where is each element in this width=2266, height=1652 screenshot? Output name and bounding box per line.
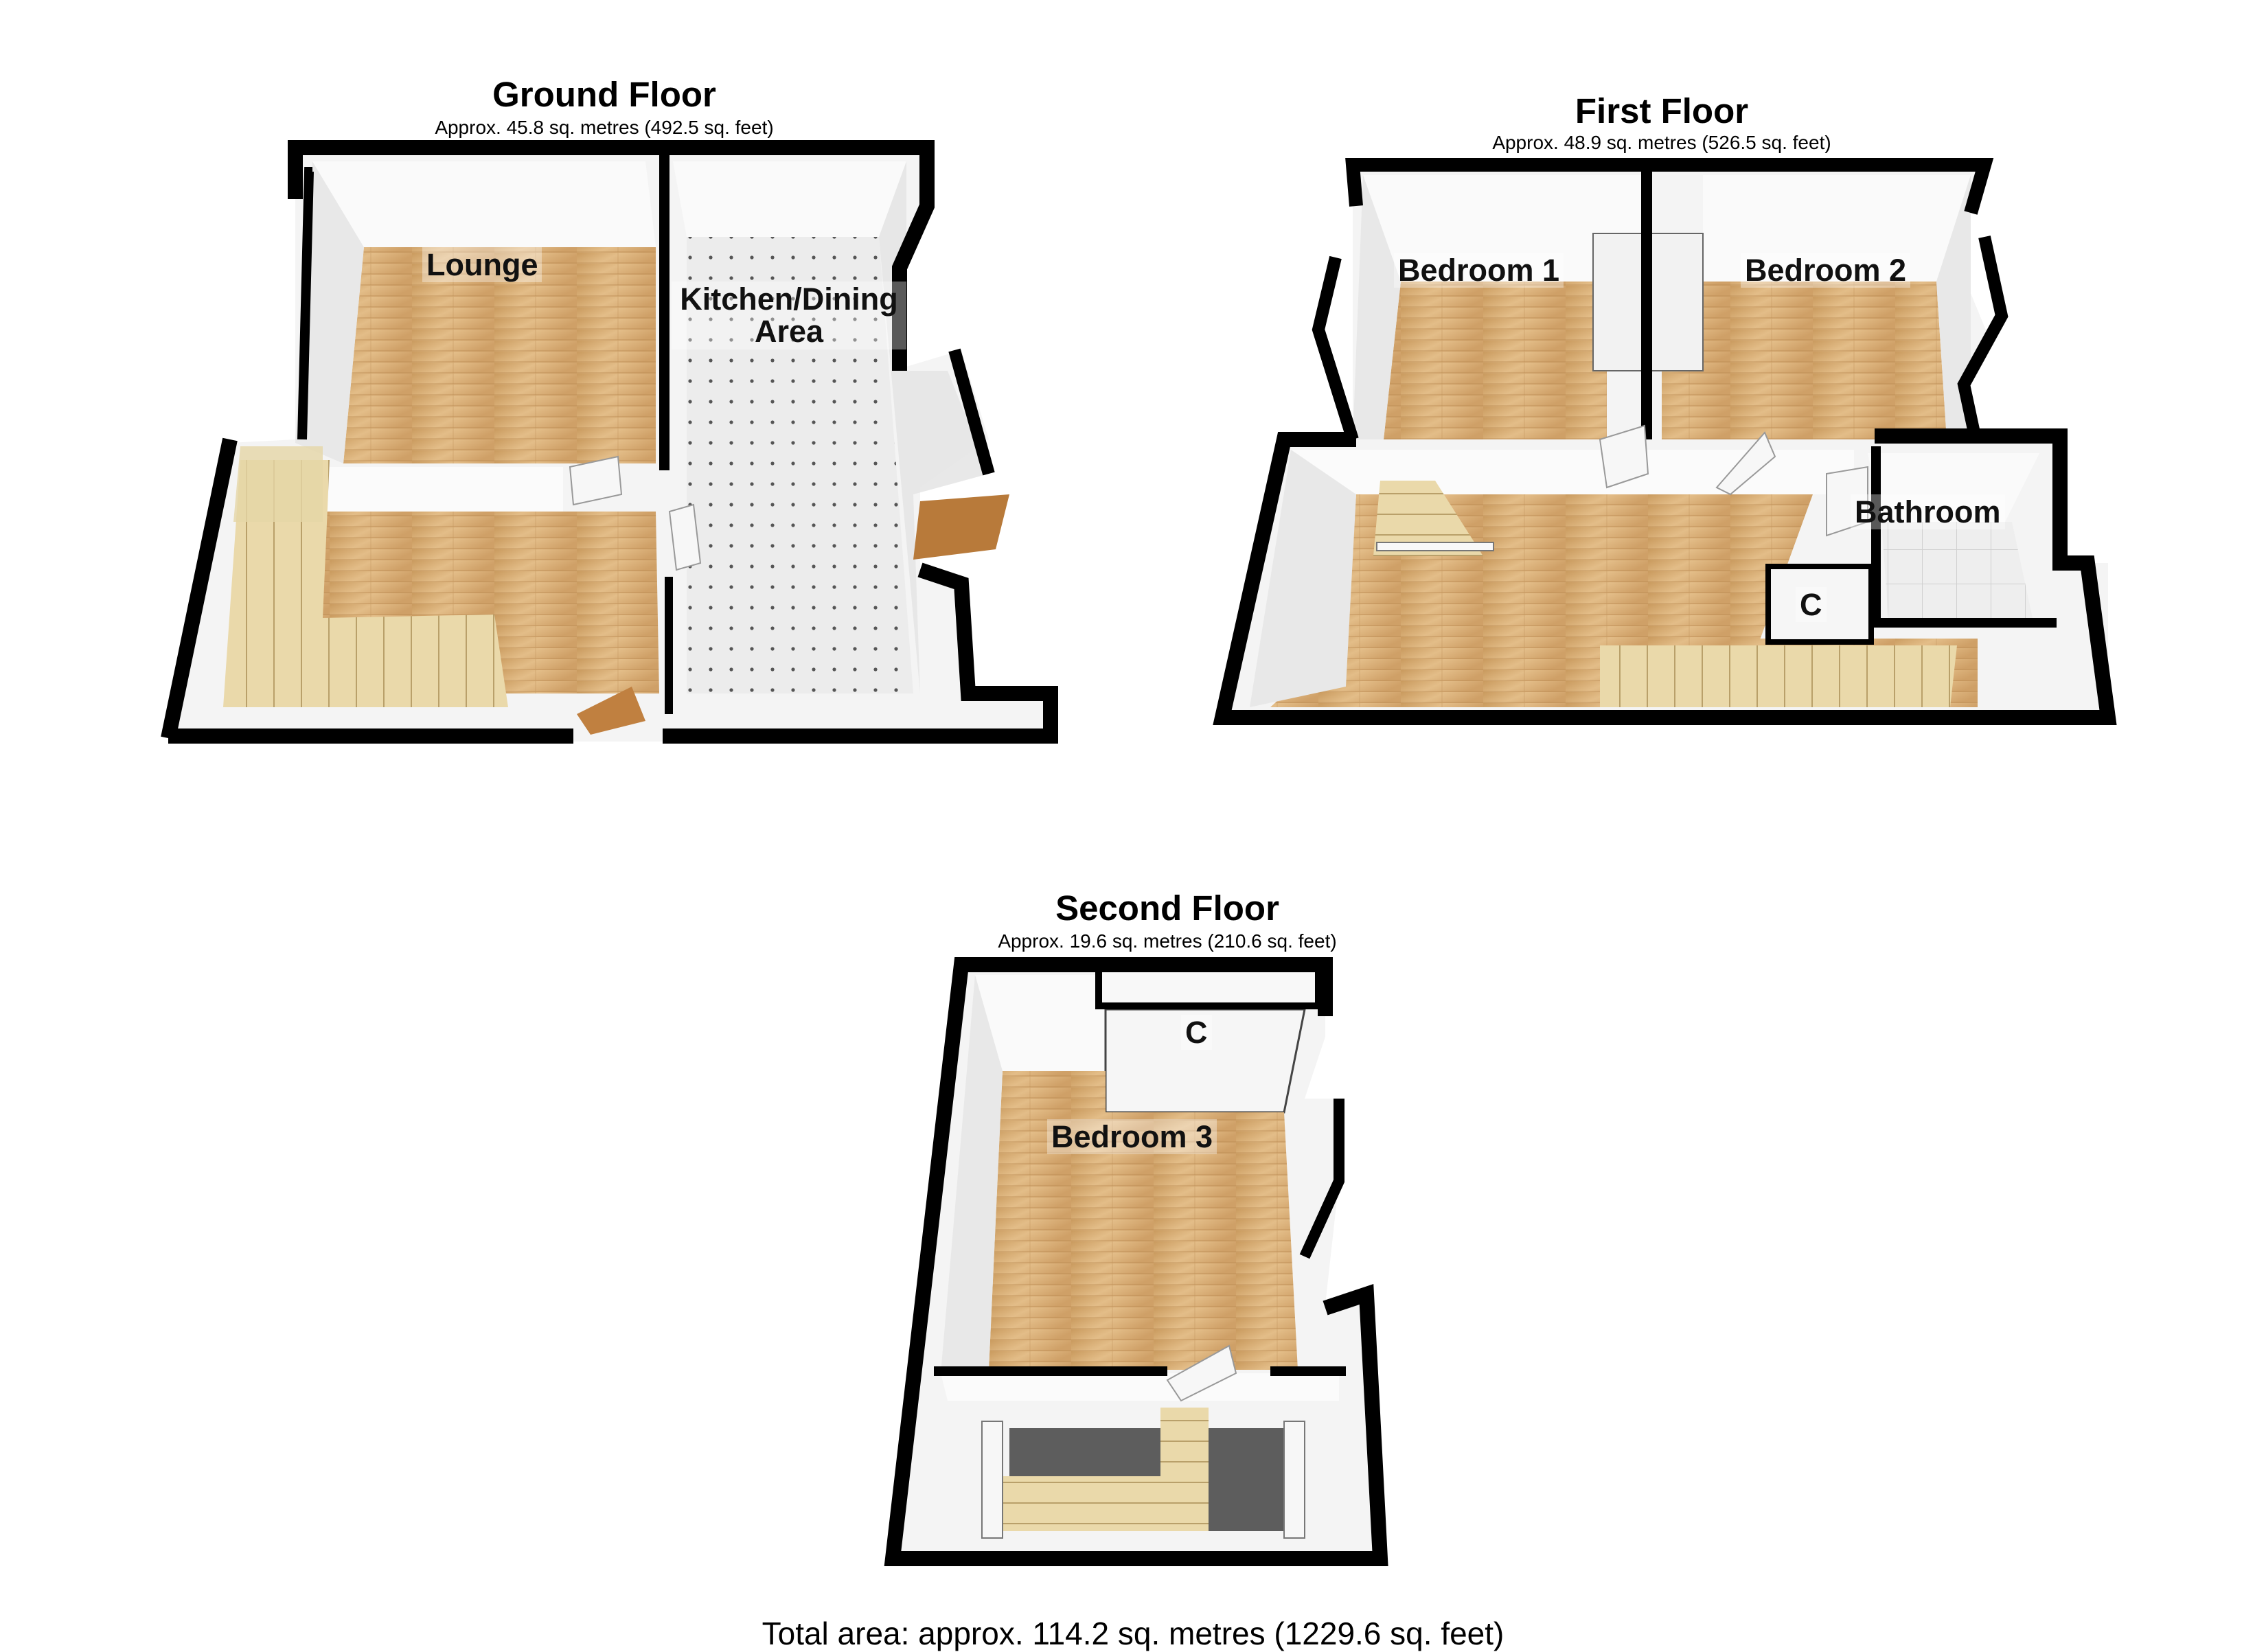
ground-floor-left-lower-wall xyxy=(161,437,238,740)
ground-stairs-landing xyxy=(233,446,323,522)
room-label-bedroom-2: Bedroom 2 xyxy=(1741,253,1911,288)
first-floor-outer-wall xyxy=(1345,158,1994,215)
ground-floor-outer-wall xyxy=(288,140,935,371)
lounge-left-wall xyxy=(295,161,364,463)
second-landing-partition xyxy=(934,1366,1167,1376)
first-floor-area: Approx. 48.9 sq. metres (526.5 sq. feet) xyxy=(1492,132,1831,153)
second-landing-partition-right xyxy=(1270,1366,1346,1376)
bathroom-wall-bottom xyxy=(1871,618,2057,628)
room-label-lounge: Lounge xyxy=(422,247,542,283)
first-floor-right-bay xyxy=(1957,236,2008,434)
kitchen-floor xyxy=(687,237,913,693)
ground-entrance-door xyxy=(577,687,645,735)
second-floor-outer-wall xyxy=(884,957,1388,1566)
second-floor-plan xyxy=(884,957,1388,1566)
ground-floor-bay-wall xyxy=(948,348,995,476)
bathroom-floor xyxy=(1881,522,2033,618)
bedroom-2-door xyxy=(1715,431,1776,496)
second-landing-wall xyxy=(941,1373,1339,1401)
ground-floor-left-wall xyxy=(297,167,314,440)
kitchen-back-wall xyxy=(673,161,906,237)
first-floor-title: First Floor xyxy=(1575,91,1749,130)
room-label-bedroom-1: Bedroom 1 xyxy=(1394,253,1564,288)
room-label-second-cupboard: C xyxy=(1181,1015,1212,1051)
bedroom-1-back-wall xyxy=(1363,175,1641,282)
room-label-bedroom-3: Bedroom 3 xyxy=(1047,1119,1217,1155)
bedroom-1-left-wall xyxy=(1353,175,1401,439)
ground-floor-plan xyxy=(161,140,1058,744)
room-label-kitchen-dining: Kitchen/Dining Area xyxy=(672,282,906,349)
bathroom-door xyxy=(1826,466,1868,537)
ground-lounge-door xyxy=(569,455,623,506)
first-floor-plan xyxy=(1213,158,2117,725)
bedroom-2-back-wall xyxy=(1703,175,1971,282)
bedroom-3-floor xyxy=(989,1071,1298,1370)
ground-floor-area: Approx. 45.8 sq. metres (492.5 sq. feet) xyxy=(435,117,774,138)
second-stair-rail-right xyxy=(1283,1421,1305,1539)
ground-floor-title: Ground Floor xyxy=(492,75,716,114)
second-stair-rail-left xyxy=(981,1421,1003,1539)
first-stairs-down xyxy=(1600,645,1957,707)
total-area: Total area: approx. 114.2 sq. metres (12… xyxy=(762,1616,1504,1651)
second-stairs xyxy=(989,1408,1209,1531)
first-floor-left-bay xyxy=(1312,255,1359,441)
hall-partition-wall xyxy=(302,467,563,512)
bedroom-divider-wall xyxy=(1641,172,1652,439)
second-floor-title: Second Floor xyxy=(1055,888,1279,928)
bedroom-3-back-wall xyxy=(975,975,1106,1071)
bedroom-1-door xyxy=(1599,424,1649,489)
lounge-kitchen-divider xyxy=(659,148,670,470)
bedroom-2-floor xyxy=(1662,282,1947,439)
bedroom-3-door xyxy=(1166,1344,1237,1402)
bedroom-1-floor xyxy=(1384,282,1607,439)
lounge-floor xyxy=(343,247,656,463)
hall-kitchen-divider xyxy=(665,577,673,714)
ground-hall-door xyxy=(668,503,702,571)
ground-front-door xyxy=(913,494,1009,560)
first-stairs-up xyxy=(1373,481,1483,556)
room-label-bathroom: Bathroom xyxy=(1851,494,2005,530)
second-floor-area: Approx. 19.6 sq. metres (210.6 sq. feet) xyxy=(998,930,1337,952)
first-floor-landing-walls xyxy=(1213,428,2117,725)
bedroom-2-right-wall xyxy=(1936,175,1971,439)
second-floor-right-bay xyxy=(1299,1099,1344,1259)
second-stair-well-right xyxy=(1209,1428,1291,1531)
bedroom-3-left-wall xyxy=(941,975,1003,1373)
ground-floor-bottom-right-wall xyxy=(663,562,1058,744)
bathroom-back-wall xyxy=(1868,453,2039,522)
lounge-back-wall xyxy=(312,161,656,247)
first-landing-left-wall xyxy=(1250,450,1356,707)
first-cupboard xyxy=(1765,564,1874,645)
room-label-first-cupboard: C xyxy=(1796,587,1827,623)
first-stairs-rail xyxy=(1376,542,1494,551)
